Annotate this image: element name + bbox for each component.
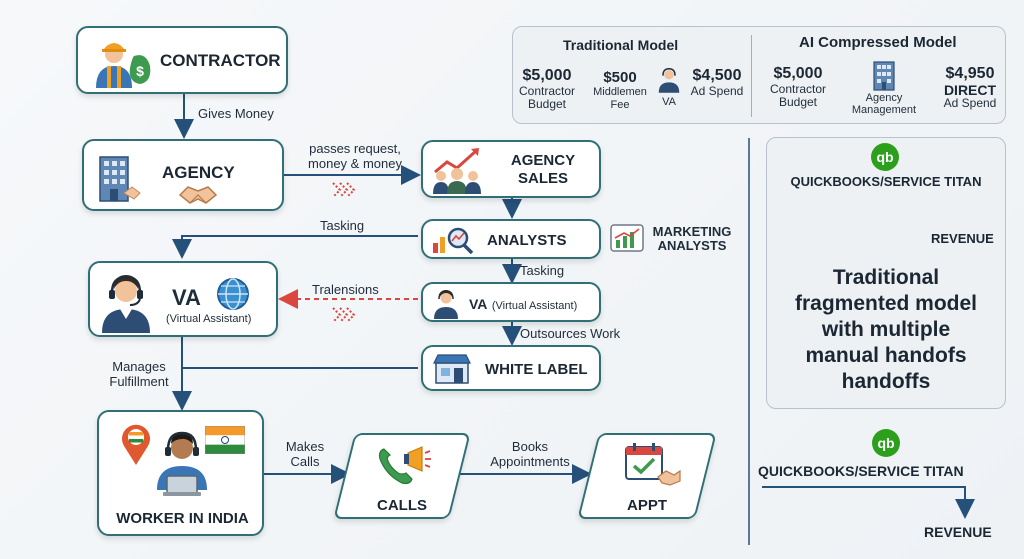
building-mini-icon xyxy=(873,61,895,91)
va-label: VA xyxy=(172,285,201,310)
quickbooks-icon: qb xyxy=(872,429,900,457)
va-small-label: VA (Virtual Assistant) xyxy=(469,296,578,312)
revenue-label: REVENUE xyxy=(931,231,994,246)
comparison-panel: Traditional Model AI Compressed Model $5… xyxy=(512,26,1006,124)
outsources-work-label: Outsources Work xyxy=(520,326,621,341)
agency-sales-node[interactable]: AGENCY SALES xyxy=(421,140,601,198)
va-small-node[interactable]: VA (Virtual Assistant) xyxy=(421,282,601,322)
building-icon xyxy=(99,156,141,202)
appt-node[interactable]: APPT xyxy=(577,433,717,519)
worker-india-label: WORKER IN INDIA xyxy=(116,510,249,527)
manages-fulfillment-label: Manages Fulfillment xyxy=(109,359,169,389)
quickbooks-label: QUICKBOOKS/SERVICE TITAN xyxy=(790,174,982,189)
red-chevron-icon xyxy=(332,307,356,323)
agency-label: AGENCY xyxy=(162,163,235,182)
contractor-node[interactable]: $ CONTRACTOR xyxy=(76,26,288,94)
revenue-label-bottom: REVENUE xyxy=(924,524,992,540)
quickbooks-label-bottom: QUICKBOOKS/SERVICE TITAN xyxy=(758,463,964,479)
contractor-icon: $ xyxy=(96,43,151,88)
ai-budget: $5,000 Contractor Budget xyxy=(769,65,827,109)
edge-analysts-va xyxy=(172,235,418,259)
va-mini-icon xyxy=(658,67,680,93)
headset-agent-icon xyxy=(434,290,458,319)
agency-sales-label: AGENCY SALES xyxy=(510,152,576,187)
books-appointments-label: Books Appointments xyxy=(490,439,570,469)
appt-label: APPT xyxy=(626,497,667,514)
trad-fee: $500 Middlemen Fee xyxy=(593,69,647,111)
headset-agent-icon xyxy=(102,275,150,333)
calls-node[interactable]: CALLS xyxy=(333,433,471,519)
quickbooks-icon: qb xyxy=(871,143,899,171)
contractor-label: CONTRACTOR xyxy=(160,51,281,70)
marketing-chart-icon xyxy=(610,224,644,252)
trad-ad: $4,500 Ad Spend xyxy=(690,67,744,98)
va-sub-label: (Virtual Assistant) xyxy=(166,313,252,325)
right-panel-text: Traditional fragmented model with multip… xyxy=(794,266,978,393)
edge-qb-revenue-bottom xyxy=(762,486,975,519)
globe-icon xyxy=(217,278,249,310)
ai-agency: Agency Management xyxy=(851,92,917,116)
gives-money-label: Gives Money xyxy=(198,106,274,121)
ai-direct: $4,950 DIRECT Ad Spend xyxy=(943,65,997,110)
headset-worker-icon xyxy=(157,431,207,496)
magnifier-chart-icon xyxy=(433,227,474,255)
location-pin-icon xyxy=(122,424,150,465)
handshake-icon xyxy=(178,186,218,204)
trad-budget: $5,000 Contractor Budget xyxy=(518,67,576,111)
svg-text:$: $ xyxy=(136,63,144,79)
svg-text:qb: qb xyxy=(877,435,894,451)
calendar-check-icon xyxy=(625,443,681,486)
storefront-icon xyxy=(433,354,471,384)
team-growth-icon xyxy=(433,148,481,194)
tralensions-label: Tralensions xyxy=(312,282,379,297)
analysts-label: ANALYSTS xyxy=(487,232,567,249)
analysts-node[interactable]: ANALYSTS xyxy=(421,219,601,259)
phone-megaphone-icon xyxy=(378,446,431,485)
worker-india-node[interactable]: WORKER IN INDIA xyxy=(97,410,264,536)
tasking-down-label: Tasking xyxy=(520,263,565,278)
makes-calls-label: Makes Calls xyxy=(285,439,325,469)
va-node[interactable]: VA (Virtual Assistant) xyxy=(88,261,278,337)
india-flag-icon xyxy=(205,426,245,454)
white-label-label: WHITE LABEL xyxy=(485,361,588,378)
calls-label: CALLS xyxy=(377,497,427,514)
passes-request-label: passes request, money & money xyxy=(308,141,402,171)
trad-va-label: VA xyxy=(662,96,676,108)
tasking-left-label: Tasking xyxy=(320,218,365,233)
red-chevron-icon xyxy=(332,182,356,198)
svg-text:qb: qb xyxy=(876,149,893,165)
agency-node[interactable]: AGENCY xyxy=(82,139,284,211)
marketing-analysts-label: MARKETING ANALYSTS xyxy=(652,224,732,253)
white-label-node[interactable]: WHITE LABEL xyxy=(421,345,601,391)
traditional-title: Traditional Model xyxy=(563,37,679,53)
comparison-divider xyxy=(751,35,752,117)
ai-title: AI Compressed Model xyxy=(799,34,957,51)
right-panel: qb QUICKBOOKS/SERVICE TITAN REVENUE Trad… xyxy=(766,137,1006,409)
